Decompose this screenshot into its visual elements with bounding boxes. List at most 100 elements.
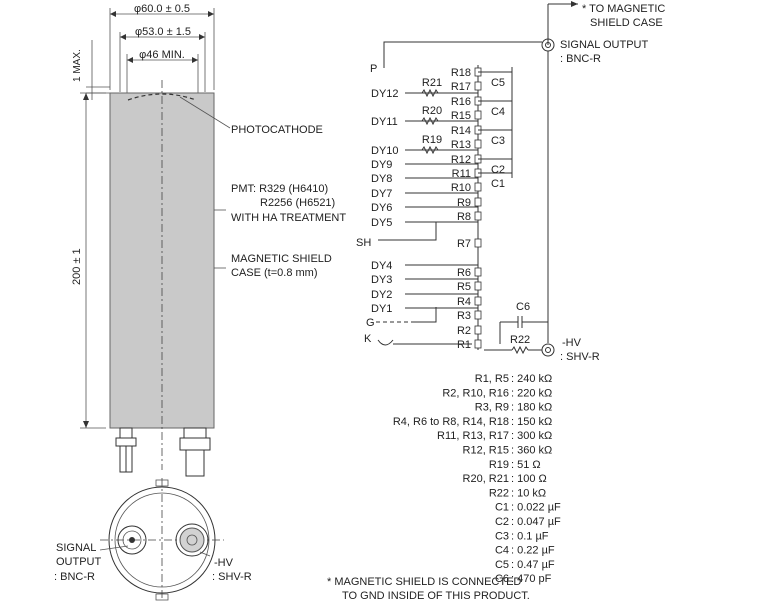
- resistor-label-r13: R13: [451, 139, 471, 151]
- res-R22-label: R22: [510, 334, 530, 346]
- resistor-symbol: [474, 325, 482, 335]
- value-amount: : 150 kΩ: [511, 416, 552, 428]
- anode-P-label: P: [370, 63, 377, 75]
- value-name: R22: [489, 487, 509, 499]
- resistor-label-r6: R6: [457, 267, 471, 279]
- value-name: C2: [495, 516, 509, 528]
- capacitor-label-c4: C4: [491, 106, 505, 118]
- resistor-label-r4: R4: [457, 296, 471, 308]
- value-name: C1: [495, 502, 509, 514]
- dim-outer-diameter: φ60.0 ± 0.5: [134, 3, 190, 15]
- to-shield-line2: SHIELD CASE: [590, 17, 663, 29]
- shield-SH-label: SH: [356, 237, 371, 249]
- resistor-label-r14: R14: [451, 125, 471, 137]
- value-name: C4: [495, 545, 509, 557]
- value-name: R11, R13, R17: [437, 430, 509, 442]
- series-resistor-label-r21: R21: [422, 77, 442, 89]
- value-name: R12, R15: [463, 445, 509, 457]
- dynode-label-dy1: DY1: [371, 303, 392, 315]
- series-resistor-label-r20: R20: [422, 105, 442, 117]
- bottom-view: SIGNAL OUTPUT : BNC-R -HV : SHV-R: [54, 478, 252, 601]
- dynode-label-dy10: DY10: [371, 145, 399, 157]
- value-amount: : 360 kΩ: [511, 445, 552, 457]
- resistor-symbol: [474, 110, 482, 120]
- resistor-symbol: [474, 310, 482, 320]
- series-resistor-symbol: [421, 116, 439, 126]
- value-name: R19: [489, 459, 509, 471]
- series-resistor-symbol: [421, 145, 439, 155]
- series-resistor-label-r19: R19: [422, 134, 442, 146]
- dynode-taps: DY12DY11DY10DY9DY8DY7DY6DY5DY4DY3DY2DY1R…: [371, 77, 478, 315]
- dim-min-diameter: φ46 MIN.: [139, 49, 185, 61]
- resistor-label-r15: R15: [451, 110, 471, 122]
- value-name: C3: [495, 530, 509, 542]
- resistor-label-r18: R18: [451, 67, 471, 79]
- dim-shield-diameter: φ53.0 ± 1.5: [135, 26, 191, 38]
- value-amount: : 51 Ω: [511, 459, 541, 471]
- resistor-symbol: [474, 139, 482, 149]
- series-resistor-symbol: [421, 88, 439, 98]
- value-amount: : 470 pF: [511, 573, 552, 585]
- dynode-label-dy4: DY4: [371, 260, 392, 272]
- bnc-connector-side: [115, 427, 137, 473]
- dim-length: 200 ± 1: [71, 248, 83, 285]
- callout-pmt-line3: WITH HA TREATMENT: [231, 212, 346, 224]
- resistor-label-r17: R17: [451, 81, 471, 93]
- callout-photocathode: PHOTOCATHODE: [231, 124, 323, 136]
- callout-pmt-line2: R2256 (H6521): [260, 197, 335, 209]
- cathode-K-label: K: [364, 333, 372, 345]
- note-line2: TO GND INSIDE OF THIS PRODUCT.: [342, 590, 530, 602]
- dynode-label-dy12: DY12: [371, 88, 399, 100]
- resistor-label-r9: R9: [457, 197, 471, 209]
- resistor-label-r1: R1: [457, 339, 471, 351]
- bottom-signal-line3: : BNC-R: [54, 571, 95, 583]
- resistor-label-r11: R11: [452, 168, 471, 180]
- dynode-label-dy6: DY6: [371, 202, 392, 214]
- value-amount: : 0.022 µF: [511, 502, 561, 514]
- value-name: C6: [495, 573, 509, 585]
- bottom-signal-line1: SIGNAL: [56, 542, 96, 554]
- shv-connector-bottom: [175, 523, 209, 557]
- dynode-label-dy3: DY3: [371, 274, 392, 286]
- dynode-label-dy7: DY7: [371, 188, 392, 200]
- value-amount: : 100 Ω: [511, 473, 547, 485]
- capacitor-label-c3: C3: [491, 135, 505, 147]
- value-amount: : 10 kΩ: [511, 487, 546, 499]
- resistor-label-r16: R16: [451, 96, 471, 108]
- resistor-label-r2: R2: [457, 325, 471, 337]
- value-amount: : 180 kΩ: [511, 402, 552, 414]
- bottom-hv-line2: : SHV-R: [212, 571, 252, 583]
- dynode-label-dy2: DY2: [371, 289, 392, 301]
- resistor-symbol: [474, 81, 482, 91]
- resistor-label-r5: R5: [457, 281, 471, 293]
- callout-shield-line2: CASE (t=0.8 mm): [231, 267, 318, 279]
- callout-pmt-line1: PMT: R329 (H6410): [231, 183, 328, 195]
- resistor-symbol: [474, 281, 482, 291]
- signal-output-line2: : BNC-R: [560, 53, 601, 65]
- resistor-symbol: [474, 238, 482, 248]
- resistor-label-r12: R12: [451, 154, 471, 166]
- dynode-label-dy11: DY11: [371, 116, 398, 128]
- value-name: R2, R10, R16: [442, 387, 509, 399]
- value-amount: : 0.47 µF: [511, 559, 555, 571]
- value-amount: : 0.1 µF: [511, 530, 549, 542]
- resistor-label-r7: R7: [457, 238, 471, 250]
- value-name: R4, R6 to R8, R14, R18: [393, 416, 509, 428]
- value-amount: : 220 kΩ: [511, 387, 552, 399]
- value-name: R20, R21: [463, 473, 509, 485]
- hv-line1: -HV: [562, 337, 582, 349]
- bnc-connector-bottom: [117, 525, 147, 555]
- capacitor-label-c5: C5: [491, 77, 505, 89]
- grid-G-label: G: [366, 317, 375, 329]
- resistor-symbol: [474, 339, 482, 349]
- resistor-label-r3: R3: [457, 310, 471, 322]
- value-name: C5: [495, 559, 509, 571]
- dynode-label-dy5: DY5: [371, 217, 392, 229]
- dynode-label-dy9: DY9: [371, 159, 392, 171]
- resistor-symbol: [474, 182, 482, 192]
- value-name: R1, R5: [475, 373, 509, 385]
- value-amount: : 0.22 µF: [511, 545, 555, 557]
- value-amount: : 240 kΩ: [511, 373, 552, 385]
- value-name: R3, R9: [475, 402, 509, 414]
